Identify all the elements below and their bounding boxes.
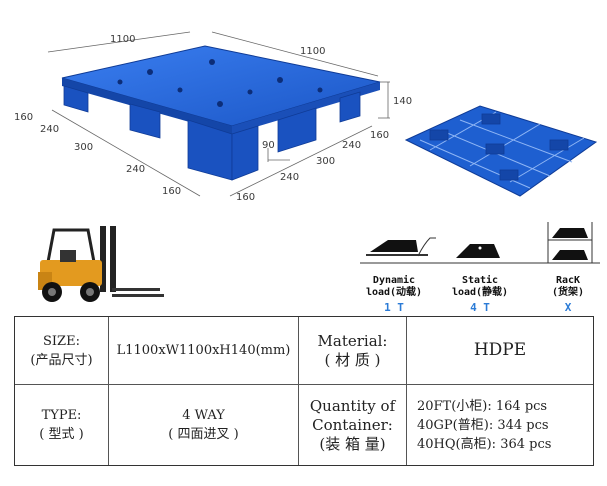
material-value-cell: HDPE <box>407 317 593 385</box>
load-static-label: Static <box>461 275 499 286</box>
quantity-label-cell: Quantity of Container: (装 箱 量) <box>299 385 407 465</box>
load-rack-label: RacK <box>555 275 581 286</box>
container-row-20ft: 20FT(小柜): 164 pcs <box>417 398 548 414</box>
load-diagram <box>360 222 600 264</box>
size-label-cell: SIZE: (产品尺寸) <box>15 317 109 385</box>
size-value-cell: L1100xW1100xH140(mm) <box>109 317 299 385</box>
dim-height: 140 <box>393 96 413 107</box>
dim-right-seg-4: 240 <box>342 140 362 151</box>
material-label-cn: ( 材 质 ) <box>324 350 381 369</box>
quantity-label: Quantity of <box>309 396 396 415</box>
load-type-dynamic: Dynamic load(动载) <box>362 275 426 299</box>
type-label-cn: ( 型式 ) <box>39 427 84 442</box>
material-label-cell: Material: ( 材 质 ) <box>299 317 407 385</box>
load-rack-label-cn: (货架) <box>551 287 585 298</box>
load-dynamic-label-cn: load(动载) <box>365 287 423 298</box>
container-row-40gp: 40GP(普柜): 344 pcs <box>417 417 549 433</box>
quantity-label-cn: (装 箱 量) <box>319 434 386 453</box>
dim-width-top: 1100 <box>300 46 326 57</box>
size-label: SIZE: <box>43 333 80 349</box>
pallet-bottom-view <box>404 105 598 197</box>
type-value-cell: 4 WAY ( 四面进叉 ) <box>109 385 299 465</box>
dim-right-seg-1: 160 <box>236 192 256 203</box>
dim-left-seg-1: 160 <box>14 112 34 123</box>
spec-table: SIZE: (产品尺寸) L1100xW1100xH140(mm) Materi… <box>14 316 594 466</box>
size-label-cn: (产品尺寸) <box>30 352 93 368</box>
material-value: HDPE <box>473 340 527 360</box>
dim-length-top: 1100 <box>110 34 136 45</box>
pallet-main-drawing <box>47 31 390 197</box>
load-type-static: Static load(静载) <box>448 275 512 299</box>
type-label: TYPE: <box>41 408 82 423</box>
material-label: Material: <box>317 331 388 350</box>
forklift-image <box>38 226 164 302</box>
size-value: L1100xW1100xH140(mm) <box>116 343 291 358</box>
load-dynamic-capacity: 1 T <box>384 301 404 314</box>
type-value: 4 WAY <box>182 408 225 423</box>
dim-left-seg-5: 160 <box>162 186 182 197</box>
type-label-cell: TYPE: ( 型式 ) <box>15 385 109 465</box>
load-dynamic-label: Dynamic <box>372 275 416 286</box>
dim-right-seg-2: 240 <box>280 172 300 183</box>
load-static-capacity: 4 T <box>470 301 490 314</box>
dim-right-seg-5: 160 <box>370 130 390 141</box>
dim-left-seg-3: 300 <box>74 142 94 153</box>
container-values-cell: 20FT(小柜): 164 pcs 40GP(普柜): 344 pcs 40HQ… <box>407 385 593 465</box>
container-row-40hq: 40HQ(高柜): 364 pcs <box>417 436 552 452</box>
dim-left-seg-2: 240 <box>40 124 60 135</box>
load-type-rack: RacK (货架) <box>536 275 600 299</box>
dim-runner-width: 90 <box>262 140 275 151</box>
load-rack-capacity: X <box>564 301 572 314</box>
dim-right-seg-3: 300 <box>316 156 336 167</box>
type-value-cn: ( 四面进叉 ) <box>168 427 239 442</box>
load-static-label-cn: load(静载) <box>451 287 509 298</box>
dim-left-seg-4: 240 <box>126 164 146 175</box>
quantity-label-2: Container: <box>312 415 393 434</box>
